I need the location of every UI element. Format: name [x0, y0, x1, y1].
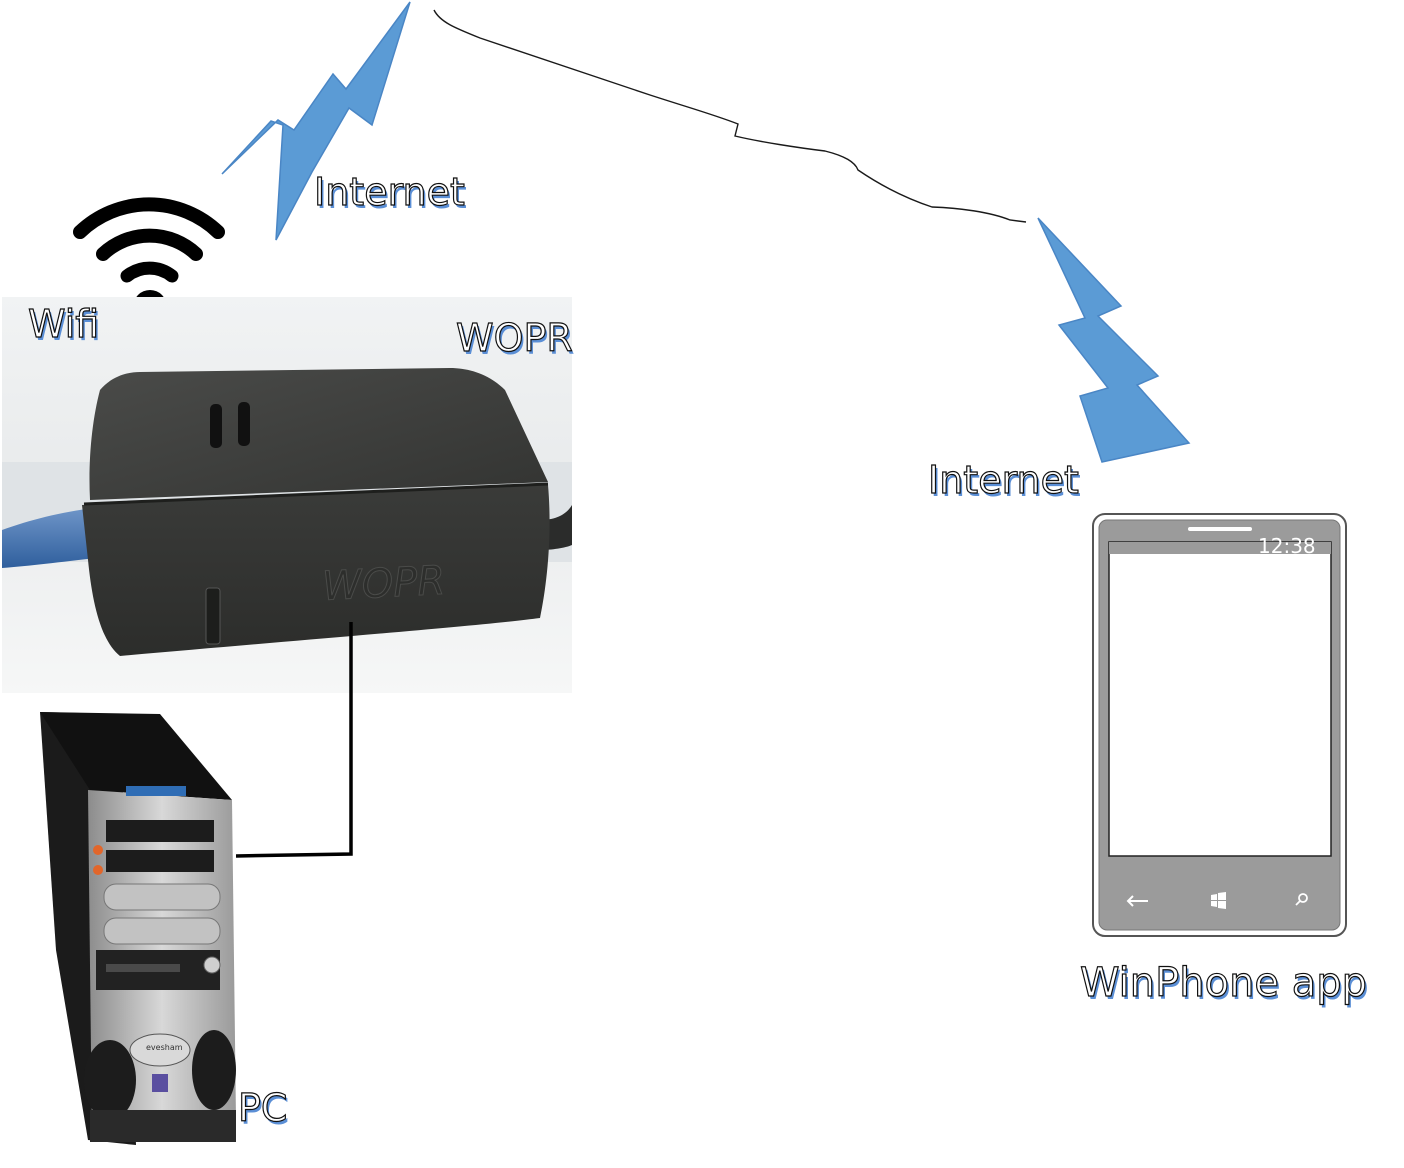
internet-label-top: Internet [313, 169, 465, 214]
wifi-label: Wifi [27, 301, 100, 346]
phone-search-icon[interactable] [1295, 893, 1308, 906]
pc-brand: evesham [146, 1043, 183, 1052]
phone-back-icon[interactable] [1126, 895, 1148, 907]
phone [1092, 513, 1347, 937]
winphone-app-label: WinPhone app [1079, 959, 1368, 1006]
lightning-bolt-icon [221, 1, 411, 241]
wopr-device-photo: WOPR [2, 297, 572, 693]
wopr-label: WOPR [455, 315, 573, 360]
pc-tower-photo: evesham [40, 712, 236, 1145]
ethernet-link-line [235, 622, 353, 858]
internet-label-right: Internet [927, 457, 1079, 502]
internet-link-line [433, 9, 1027, 223]
pc-label: PC [237, 1085, 288, 1130]
lightning-bolt-icon [1037, 217, 1191, 463]
phone-clock: 12:38 [1258, 534, 1316, 558]
wopr-engraving: WOPR [321, 558, 446, 610]
phone-windows-icon[interactable] [1211, 892, 1226, 909]
